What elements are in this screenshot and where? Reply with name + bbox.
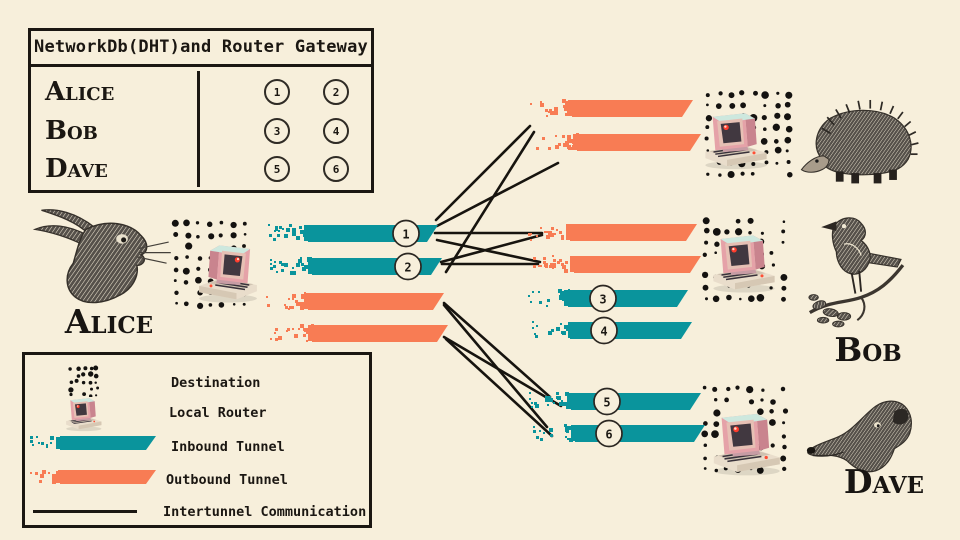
gateway-circle-1	[392, 219, 420, 248]
table-gateway-badge-4: 4	[323, 118, 349, 144]
gateway-number-5: 5	[603, 396, 610, 410]
intertunnel-line-icon	[33, 510, 137, 513]
bob-outbound-tunnel-2	[533, 255, 701, 273]
alice-outbound-tunnel-1	[266, 292, 444, 310]
alice-rabbit-image	[34, 208, 172, 304]
gateway-circle-3	[589, 284, 617, 313]
bob-local-router-icon	[712, 234, 776, 294]
gateway-number-2: 2	[404, 261, 411, 275]
local-router-icon	[65, 397, 102, 432]
dave-peer-label: Dave	[843, 462, 925, 501]
alice-local-router-icon	[198, 244, 258, 304]
table-row-bob-name: Bob	[45, 116, 98, 146]
table-row-dave-name: Dave	[45, 154, 108, 184]
bob-outbound-tunnel-1	[528, 224, 697, 241]
gateway-number-4: 4	[600, 325, 607, 339]
table-gateway-badge-3: 3	[264, 118, 290, 144]
hedgehog-peer-image	[800, 99, 920, 185]
networkdb-table-title: NetworkDb(DHT)and Router Gateway	[31, 31, 371, 67]
destination-dots-icon	[68, 365, 100, 397]
hedgehog-destination-dots	[704, 90, 793, 179]
hedgehog-local-router-icon	[704, 112, 768, 170]
table-gateway-badge-6: 6	[323, 156, 349, 182]
gateway-number-3: 3	[599, 293, 606, 307]
gateway-number-6: 6	[605, 428, 612, 442]
bob-peer-label: Bob	[834, 330, 902, 369]
gateway-circle-4	[590, 316, 618, 345]
legend: Destination Local Router Inbound Tunnel …	[22, 352, 372, 528]
alice-outbound-tunnel-2	[270, 324, 448, 342]
legend-label-local-router: Local Router	[169, 405, 267, 421]
legend-label-intertunnel: Intertunnel Communication	[163, 504, 367, 520]
hedgehog-outbound-tunnel-1	[530, 99, 693, 117]
alice-peer-label: Alice	[64, 302, 154, 341]
legend-label-destination: Destination	[171, 375, 261, 391]
table-column-divider	[197, 71, 200, 187]
legend-label-inbound-tunnel: Inbound Tunnel	[171, 439, 285, 455]
table-gateway-badge-2: 2	[323, 79, 349, 105]
gateway-number-1: 1	[402, 228, 409, 242]
table-gateway-badge-5: 5	[264, 156, 290, 182]
inbound-tunnel-icon	[30, 436, 156, 450]
networkdb-table: NetworkDb(DHT)and Router Gateway Alice B…	[28, 28, 374, 193]
gateway-circle-6	[595, 419, 623, 448]
table-row-alice-name: Alice	[45, 77, 115, 107]
intertunnel-communication-lines	[433, 124, 563, 438]
hedgehog-outbound-tunnel-2	[536, 133, 701, 151]
gateway-circle-2	[394, 252, 422, 281]
outbound-tunnel-icon	[30, 470, 156, 484]
table-gateway-badge-1: 1	[264, 79, 290, 105]
legend-label-outbound-tunnel: Outbound Tunnel	[166, 472, 288, 488]
tunnel-gateway-markers: 1 2 3 4 5 6	[392, 219, 623, 448]
gateway-circle-5	[593, 387, 621, 416]
bob-bird-image	[807, 216, 905, 329]
